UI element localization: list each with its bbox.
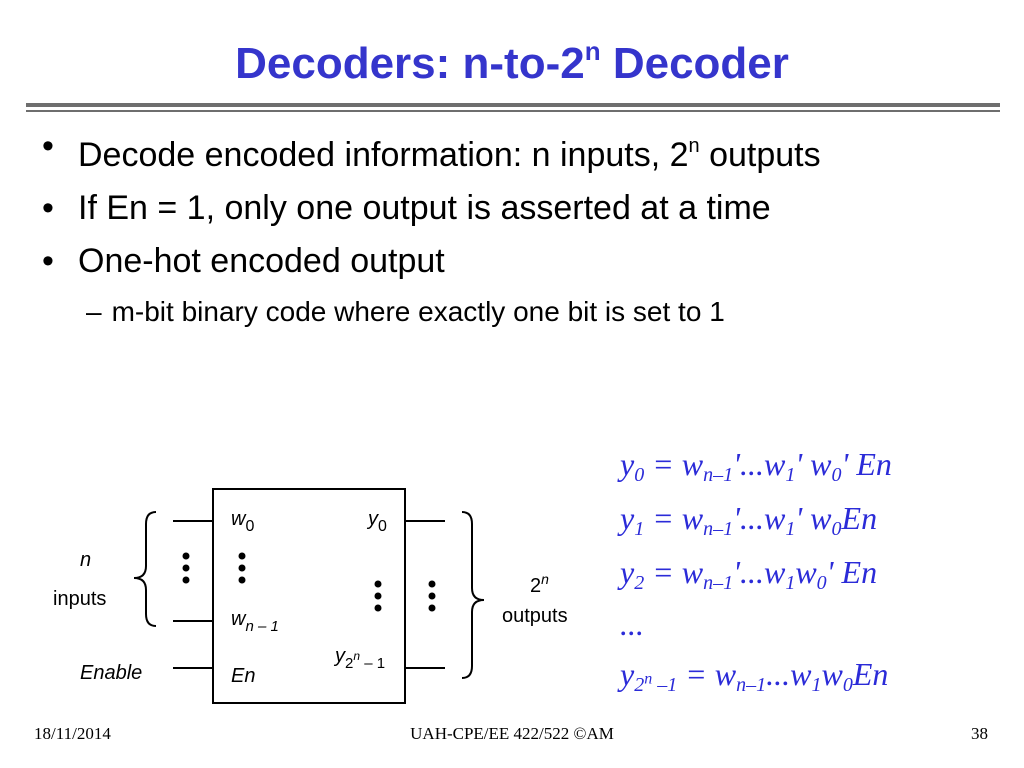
footer-page-number: 38: [971, 724, 988, 743]
bullet-item: •One-hot encoded output: [42, 242, 445, 280]
pin-wn-label: wn – 1: [231, 608, 279, 635]
pin-w0-label: w0: [231, 508, 254, 535]
bullet-list: •Decode encoded information: n inputs, 2…: [40, 126, 821, 294]
pin-y0-label: y0: [366, 508, 387, 535]
bullet-item: •Decode encoded information: n inputs, 2…: [42, 127, 821, 174]
inputs-brace: [133, 511, 157, 627]
pin-en-label: En: [231, 665, 255, 687]
footer-date: 18/11/2014: [34, 724, 111, 743]
input-ellipsis-inner: [238, 552, 246, 584]
title-tail: Decoder: [600, 39, 789, 88]
equation-y1: y1 = wn–1'...w1' w0En: [620, 500, 878, 540]
outputs-brace: [461, 511, 485, 679]
bullet-dot-icon: •: [42, 189, 54, 227]
decoder-box: [212, 488, 406, 704]
footer-course: UAH-CPE/EE 422/522 ©AM: [410, 724, 614, 743]
inputs-n-label: n: [80, 549, 91, 571]
title-main: Decoders: n-to-2: [235, 39, 585, 88]
outputs-label: outputs: [502, 605, 568, 627]
inputs-label: inputs: [53, 588, 106, 610]
output-ellipsis-inner: [374, 580, 382, 612]
title-rule-thin: [26, 110, 1000, 112]
slide-title: Decoders: n-to-2n Decoder: [0, 36, 1024, 89]
pin-yn-label: y2n – 1: [333, 645, 385, 672]
title-superscript: n: [584, 36, 601, 66]
outputs-count-label: 2n: [530, 571, 549, 597]
sub-bullet: –m-bit binary code where exactly one bit…: [86, 296, 725, 327]
input-ellipsis-outer: [182, 552, 190, 584]
equation-y2: y2 = wn–1'...w1w0' En: [620, 554, 878, 594]
equation-y0: y0 = wn–1'...w1' w0' En: [620, 446, 892, 486]
equation-y2n-1: y2n –1 = wn–1...w1w0En: [620, 656, 889, 696]
title-rule-thick: [26, 103, 1000, 107]
enable-label: Enable: [80, 662, 142, 684]
output-ellipsis-outer: [428, 580, 436, 612]
bullet-item: •If En = 1, only one output is asserted …: [42, 189, 771, 227]
equation-ellipsis: ...: [620, 606, 644, 642]
bullet-dot-icon: •: [42, 127, 54, 165]
decoder-diagram: w0 wn – 1 En y0 y2n – 1 n inputs Enable …: [53, 488, 568, 704]
dash-icon: –: [86, 296, 102, 327]
bullet-dot-icon: •: [42, 242, 54, 280]
